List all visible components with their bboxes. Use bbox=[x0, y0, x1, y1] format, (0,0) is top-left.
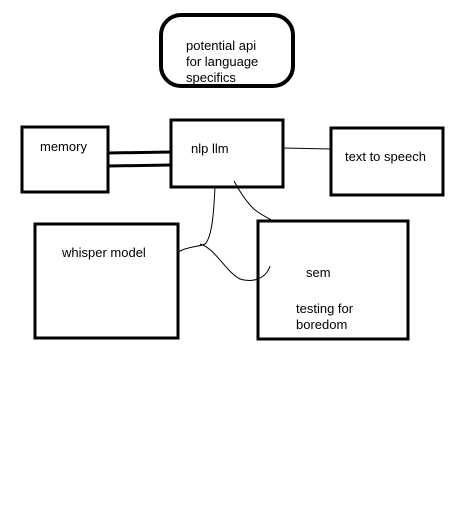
memory-label: memory bbox=[40, 139, 87, 154]
memory-box bbox=[20, 125, 110, 194]
sem-box bbox=[256, 219, 410, 341]
whisper-model-box bbox=[33, 222, 180, 340]
testing-boredom-label: testing for boredom bbox=[296, 301, 354, 332]
nlp-whisper-connector bbox=[177, 186, 216, 253]
nlp-llm-label: nlp llm bbox=[191, 141, 229, 156]
potential-api-box bbox=[159, 13, 295, 88]
text-to-speech-box bbox=[329, 126, 445, 197]
nlp-sem-connector bbox=[233, 180, 276, 223]
whisper-sem-connector bbox=[199, 243, 271, 281]
memory-nlp-connector-top bbox=[107, 150, 172, 155]
whisper-model-label: whisper model bbox=[62, 245, 146, 260]
nlp-tts-connector bbox=[282, 147, 332, 150]
potential-api-label: potential api for language specifics bbox=[186, 38, 259, 85]
memory-nlp-connector-bottom bbox=[107, 163, 172, 168]
sem-label: sem bbox=[306, 265, 331, 280]
text-to-speech-label: text to speech bbox=[345, 149, 426, 164]
